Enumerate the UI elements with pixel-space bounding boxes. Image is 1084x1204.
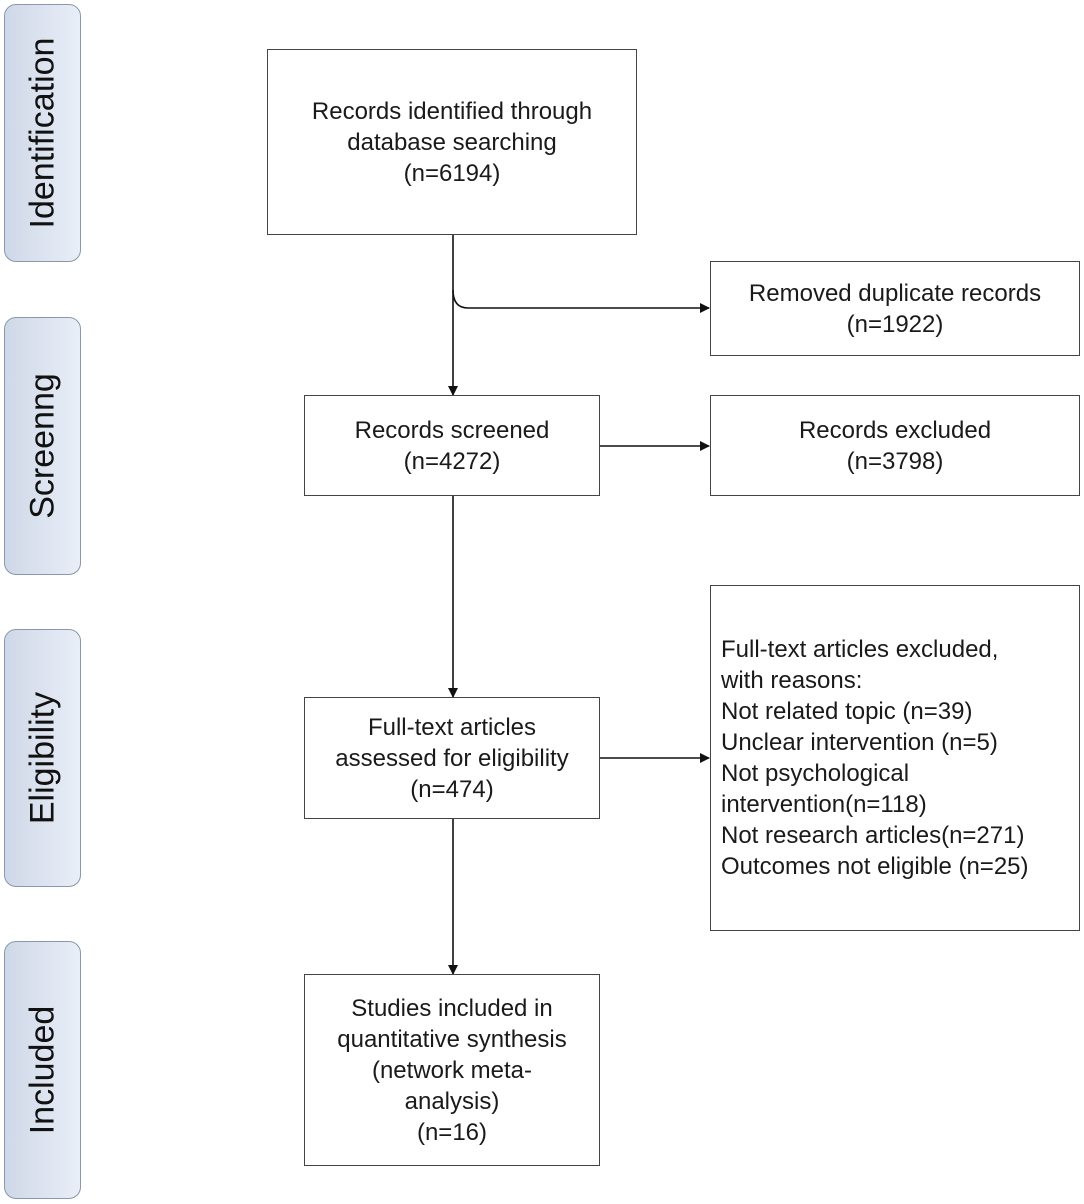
box-records-excluded: Records excluded (n=3798) <box>710 395 1080 496</box>
excluded-line-1: Records excluded <box>798 416 992 444</box>
box-fulltext-excluded: Full-text articles excluded, with reason… <box>710 585 1080 931</box>
box-records-screened: Records screened (n=4272) <box>304 395 600 496</box>
stage-identification: Identification <box>4 4 81 262</box>
included-line-2: quantitative synthesis <box>337 1025 567 1053</box>
identified-line-1: Records identified through <box>311 97 593 125</box>
reason-not-psychological-2: intervention(n=118) <box>721 791 927 818</box>
stage-included: Included <box>4 941 81 1199</box>
reason-not-research-articles: Not research articles(n=271) <box>721 822 1025 849</box>
fulltext-count: (n=474) <box>410 775 494 803</box>
fulltext-excluded-line-2: with reasons: <box>721 667 863 694</box>
included-count: (n=16) <box>416 1118 488 1146</box>
reason-outcomes-not-eligible: Outcomes not eligible (n=25) <box>721 853 1029 880</box>
fulltext-line-2: assessed for eligibility <box>335 744 569 772</box>
stage-eligibility: Eligibility <box>4 629 81 887</box>
screened-count: (n=4272) <box>403 447 501 475</box>
included-line-1: Studies included in <box>351 994 553 1022</box>
identified-line-2: database searching <box>347 128 557 156</box>
fulltext-excluded-line-1: Full-text articles excluded, <box>721 636 999 663</box>
identified-count: (n=6194) <box>403 159 501 187</box>
fulltext-line-1: Full-text articles <box>367 713 537 741</box>
stage-screening: Screenng <box>4 317 81 575</box>
box-studies-included: Studies included in quantitative synthes… <box>304 974 600 1166</box>
duplicates-count: (n=1922) <box>846 310 944 338</box>
screened-line-1: Records screened <box>354 416 550 444</box>
duplicates-line-1: Removed duplicate records <box>748 279 1042 307</box>
box-records-identified: Records identified through database sear… <box>267 49 637 235</box>
excluded-count: (n=3798) <box>846 447 944 475</box>
reason-not-psychological-1: Not psychological <box>721 760 910 787</box>
box-removed-duplicates: Removed duplicate records (n=1922) <box>710 261 1080 356</box>
reason-unclear-intervention: Unclear intervention (n=5) <box>721 729 998 756</box>
included-line-3: (network meta- <box>371 1056 533 1084</box>
reason-not-related-topic: Not related topic (n=39) <box>721 698 973 725</box>
box-fulltext-assessed: Full-text articles assessed for eligibil… <box>304 697 600 819</box>
included-line-4: analysis) <box>404 1087 500 1115</box>
arrow-to-duplicates <box>452 289 710 313</box>
